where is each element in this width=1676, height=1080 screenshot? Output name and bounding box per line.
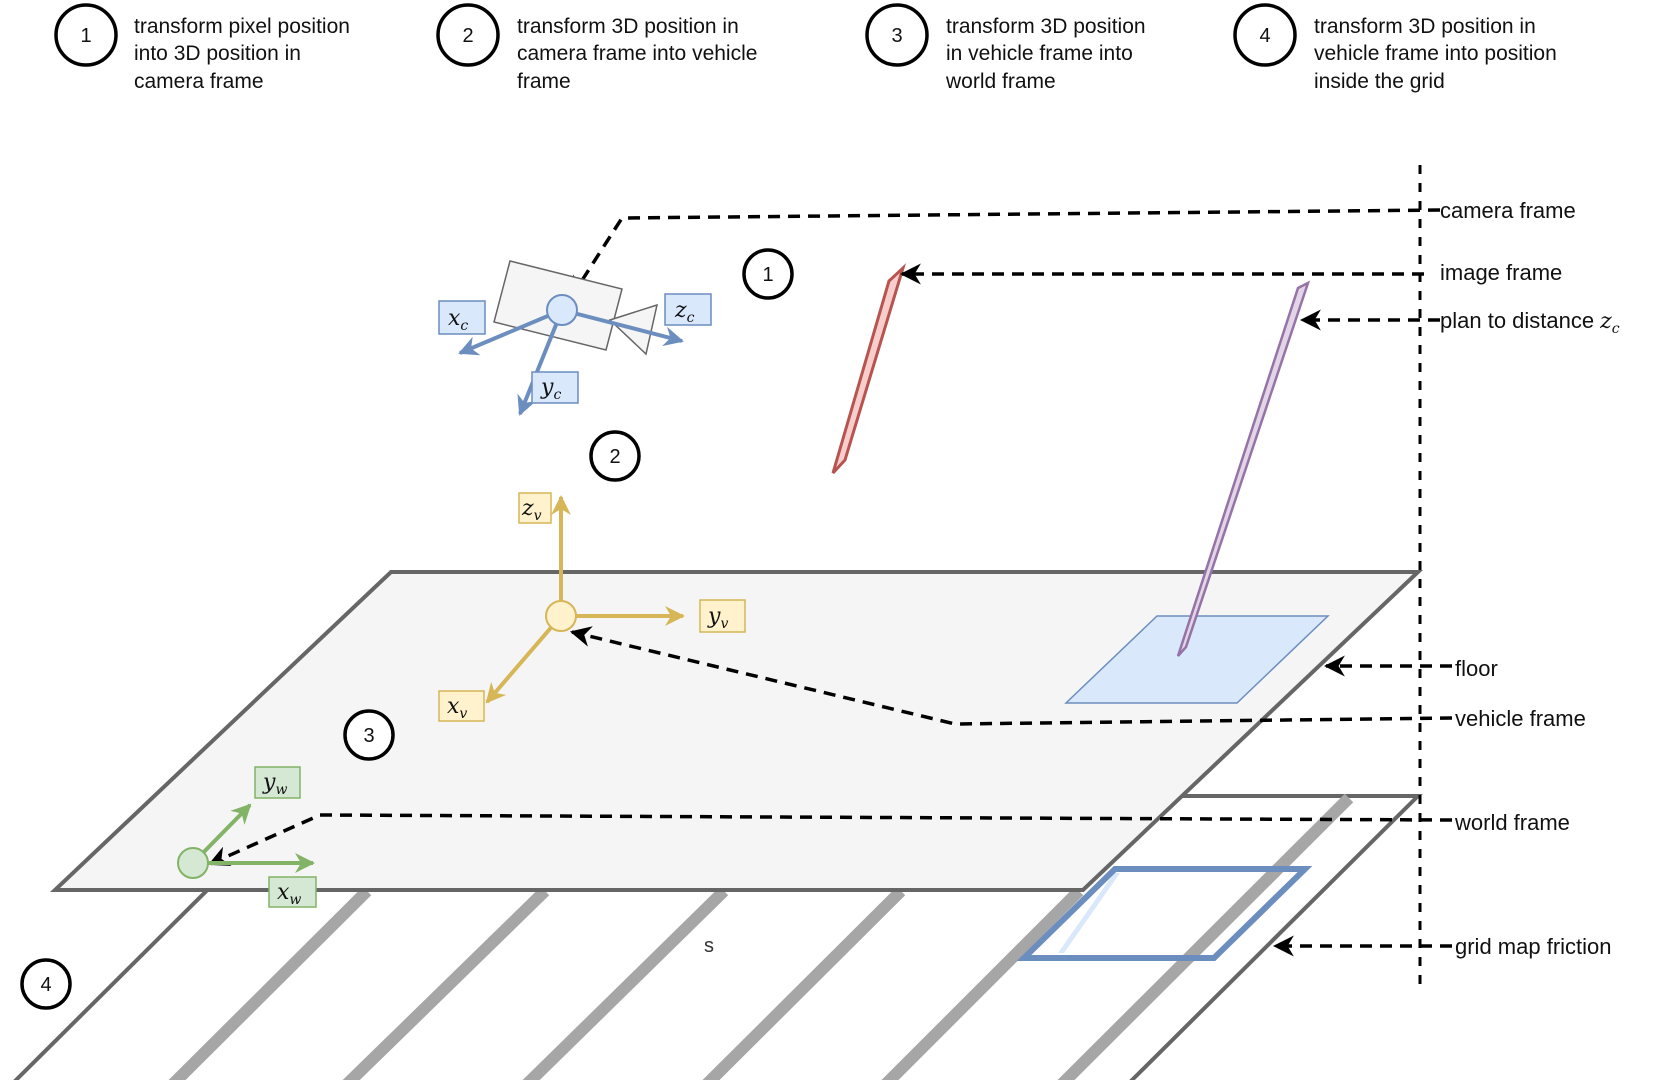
marker-4-circle [20,958,72,1010]
label-vehicle-frame: vehicle frame [1455,706,1586,731]
label-grid-map-friction: grid map friction [1455,934,1612,959]
step-2-line-1: transform 3D position in [517,15,739,38]
marker-1-circle [742,248,794,300]
vehicle-origin [545,600,577,632]
camera-x-axis [458,308,563,356]
grid-stripes [168,793,1354,1080]
step-2-number: 2 [462,25,473,47]
step-3: 3 transform 3D position in vehicle frame… [865,3,1146,93]
axis-label-yc-text: yc [540,375,561,403]
label-image-frame: image frame [1440,260,1562,285]
marker-3-number: 3 [363,725,374,747]
axis-label-yv: yv [699,599,746,633]
step-1: 1 transform pixel position into 3D posit… [54,3,350,93]
camera-icon: xc zc yc [438,260,712,416]
step-4-line-1: transform 3D position in [1314,15,1536,38]
vehicle-frame-leader [569,626,1453,726]
axis-label-xw: xw [268,876,317,908]
axis-label-zv-text: zv [521,496,542,524]
marker-3-circle [343,709,395,761]
axis-label-yv-box [699,599,746,633]
axis-label-xw-text: xw [277,880,301,908]
axis-label-xv: xv [438,690,485,722]
axis-label-xc-box [438,300,486,335]
grid-letter: s [704,935,714,957]
step-4-circle [1233,3,1297,67]
camera-frame-leader [570,208,1441,298]
grid-stripe [881,886,1084,1080]
distance-plane [1176,280,1311,657]
image-plane [831,263,907,475]
axis-label-zv: zv [518,492,552,524]
side-labels: camera frame image frame plan to distanc… [1440,198,1620,959]
floor-plane [49,570,1424,892]
grid-stripe [168,886,372,1080]
marker-4-number: 4 [40,974,51,996]
axis-label-yw-text: yw [262,770,287,798]
axis-label-xc: xc [438,300,486,335]
grid-cell-friction [1016,866,1313,961]
vehicle-frame-axes: zv yv xv [438,492,746,722]
step-1-line-3: camera frame [134,70,264,93]
step-4-line-3: inside the grid [1314,70,1445,93]
grid-stripe [702,886,906,1080]
marker-1: 1 [742,248,794,300]
grid-stripe [522,886,729,1080]
camera-origin [546,294,578,326]
leader-arrows [208,208,1453,957]
step-3-line-3: world frame [945,70,1056,93]
camera-y-axis [517,309,564,416]
axis-label-xv-text: xv [447,694,467,722]
floor-region [1064,615,1330,704]
world-origin [177,847,209,879]
axis-label-zc: zc [664,293,712,326]
step-4-number: 4 [1259,25,1270,47]
step-1-number: 1 [80,25,91,47]
step-2-line-3: frame [517,70,571,93]
label-camera-frame: camera frame [1440,198,1576,223]
axis-label-xw-box [268,876,317,908]
step-4-line-2: vehicle frame into position [1314,42,1557,65]
vehicle-x-axis [485,614,563,704]
marker-3: 3 [343,709,395,761]
axis-label-yw-box [254,766,301,799]
axis-label-zc-box [664,293,712,326]
label-world-frame: world frame [1454,810,1570,835]
diagram-markers: 1 2 3 4 [20,248,794,1010]
step-3-line-2: in vehicle frame into [946,42,1133,65]
axis-label-zc-text: zc [674,298,695,326]
grid-cell-highlight [1058,873,1120,953]
marker-2: 2 [589,430,641,482]
axis-label-xv-box [438,690,485,722]
axis-label-yv-text: yv [707,604,728,632]
marker-2-circle [589,430,641,482]
marker-4: 4 [20,958,72,1010]
step-1-line-1: transform pixel position [134,15,350,38]
grid-stripe [342,886,550,1080]
step-1-circle [54,3,118,67]
step-3-circle [865,3,929,67]
label-floor: floor [1455,656,1498,681]
marker-2-number: 2 [609,446,620,468]
camera-z-axis [561,308,684,347]
axis-label-yc: yc [531,371,579,404]
axis-label-yc-box [531,371,579,404]
step-2-circle [436,3,500,67]
marker-1-number: 1 [762,264,773,286]
world-frame-axes: yw xw [177,766,317,908]
step-legend: 1 transform pixel position into 3D posit… [54,3,1557,93]
step-2-line-2: camera frame into vehicle [517,42,757,65]
axis-label-yw: yw [254,766,301,799]
grid-stripe [1057,793,1354,1080]
floor-plane-shape [49,570,1424,892]
step-3-number: 3 [891,25,902,47]
step-4: 4 transform 3D position in vehicle frame… [1233,3,1557,93]
axis-label-xc-text: xc [448,306,468,334]
step-1-line-2: into 3D position in [134,42,301,65]
axis-label-zv-box [518,492,552,524]
step-3-line-1: transform 3D position [946,15,1146,38]
step-2: 2 transform 3D position in camera frame … [436,3,757,93]
